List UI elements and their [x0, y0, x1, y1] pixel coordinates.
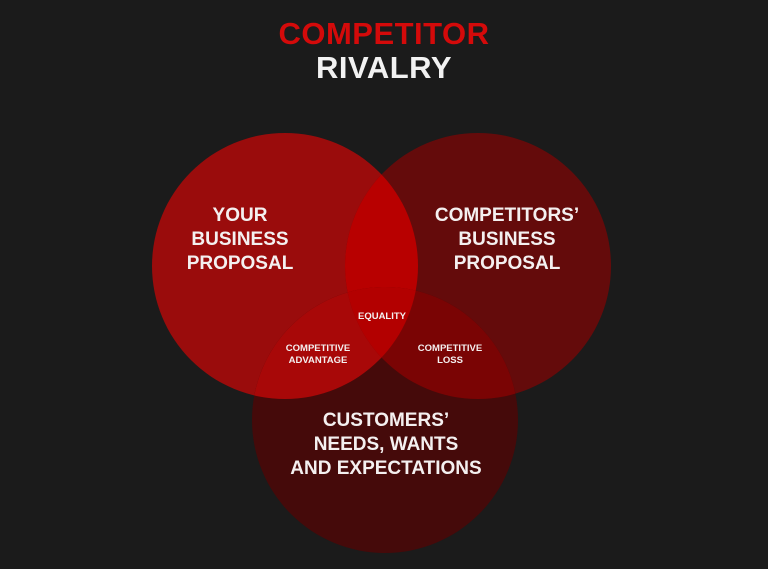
label-line: NEEDS, WANTS	[313, 433, 459, 455]
label-competitive-advantage: COMPETITIVE ADVANTAGE	[258, 343, 378, 367]
label-your-business-proposal: YOUR BUSINESS PROPOSAL	[130, 204, 350, 275]
label-line: CUSTOMERS’	[322, 410, 450, 431]
label-line: PROPOSAL	[186, 252, 294, 274]
label-line: EQUALITY	[357, 311, 407, 322]
label-line: COMPETITIVE	[285, 343, 351, 354]
label-line: LOSS	[437, 354, 463, 366]
title-line-2: RIVALRY	[315, 50, 453, 85]
title-line-1: COMPETITOR	[278, 16, 490, 51]
label-equality: EQUALITY	[322, 311, 442, 323]
label-customers-needs: CUSTOMERS’ NEEDS, WANTS AND EXPECTATIONS	[276, 409, 496, 480]
label-line: BUSINESS	[191, 228, 289, 250]
label-line: YOUR	[212, 205, 268, 226]
label-line: PROPOSAL	[453, 252, 561, 274]
label-competitors-business-proposal: COMPETITORS’ BUSINESS PROPOSAL	[397, 204, 617, 275]
region-competitive-loss	[345, 287, 518, 399]
label-competitive-loss: COMPETITIVE LOSS	[390, 343, 510, 367]
label-line: ADVANTAGE	[288, 354, 348, 366]
label-line: COMPETITIVE	[417, 343, 483, 354]
label-line: COMPETITORS’	[434, 205, 580, 226]
region-competitive-advantage	[252, 287, 418, 399]
label-line: AND EXPECTATIONS	[290, 457, 482, 479]
label-line: BUSINESS	[458, 228, 556, 250]
